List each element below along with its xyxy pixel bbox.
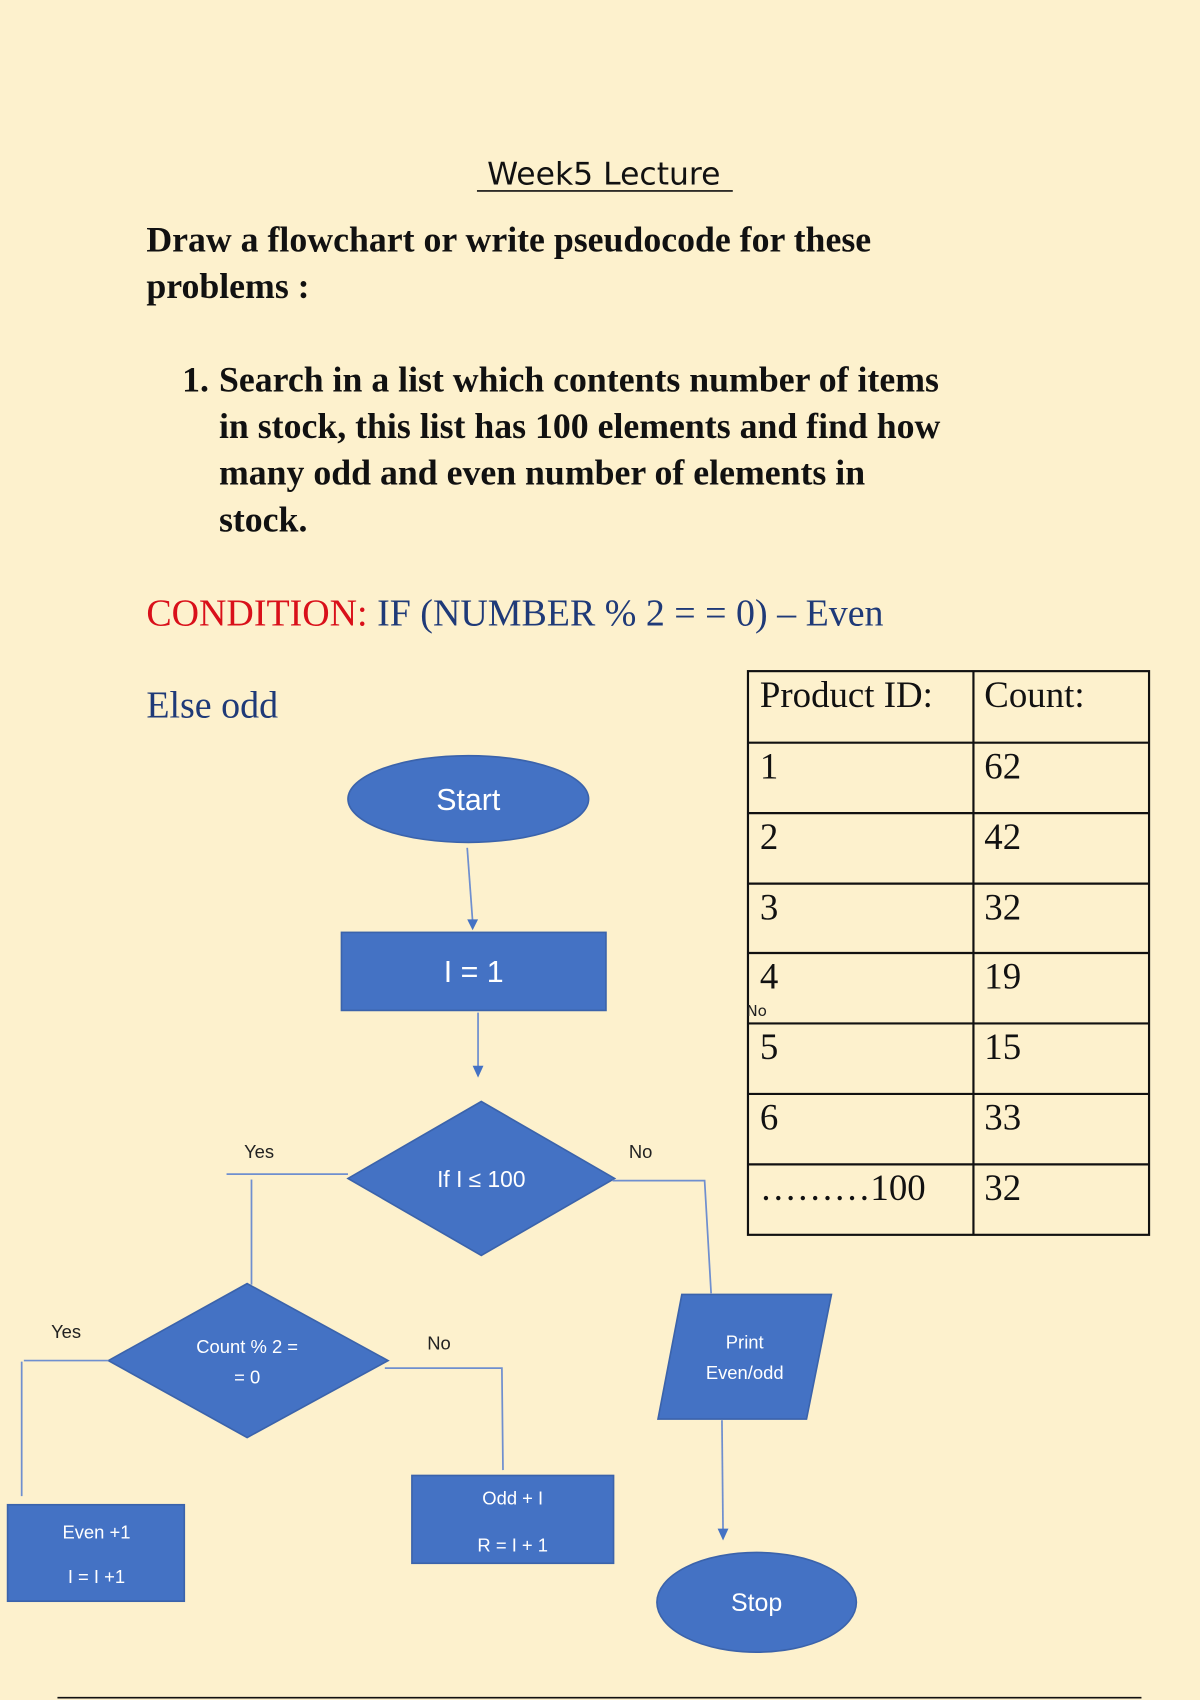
start-terminal [347, 754, 590, 844]
odd-box-line: Odd + I [482, 1488, 543, 1509]
condition-line: CONDITION: IF (NUMBER % 2 = = 0) – Even [146, 593, 883, 635]
table-header-count: Count: [984, 674, 1084, 715]
table-cell-product-id: 5 [760, 1026, 778, 1067]
odd-box-line: R = I + 1 [477, 1534, 548, 1555]
table-cell-count: 19 [984, 956, 1021, 997]
problem-line: stock. [219, 499, 307, 539]
stop-label: Stop [731, 1589, 782, 1617]
connector-line [612, 1179, 712, 1294]
connector-arrow [721, 1420, 724, 1531]
problem-line: many odd and even number of elements in [219, 453, 865, 493]
table-cell-product-id: 6 [760, 1097, 778, 1138]
print-box-line: Even/odd [706, 1362, 784, 1383]
init-process-box [340, 931, 607, 1012]
table-cell-count: 42 [984, 816, 1021, 857]
table-cell-count: 32 [984, 886, 1021, 927]
parity-decision-diamond [106, 1282, 390, 1439]
table-cell-product-id: 4 [760, 956, 778, 997]
connector-line [384, 1367, 504, 1471]
condition-label: CONDITION: [146, 593, 367, 635]
stock-table: Product ID: Count: 1 62 2 42 3 32 4 19 5 15 6 33 ………… [746, 670, 1151, 1236]
odd-process-box [411, 1474, 615, 1565]
arrowhead-icon [467, 919, 479, 931]
page-title: Week5 Lecture [487, 156, 720, 192]
arrowhead-icon [717, 1528, 729, 1541]
condition-text: IF (NUMBER % 2 = = 0) – Even [368, 593, 884, 635]
stop-terminal [656, 1551, 858, 1653]
table-cell-product-id: ………100 [760, 1167, 926, 1208]
instruction-line: Draw a flowchart or write pseudocode for… [146, 220, 871, 260]
problem-number: 1. [182, 359, 209, 399]
parity-yes-label: Yes [51, 1321, 81, 1342]
loop-yes-label: Yes [244, 1141, 274, 1162]
start-label: Start [436, 784, 501, 817]
table-cell-count: 33 [984, 1097, 1021, 1138]
even-box-line: Even +1 [62, 1521, 130, 1542]
parity-no-label: No [427, 1333, 451, 1354]
stray-no-label: No [746, 1002, 767, 1020]
loop-no-label: No [629, 1141, 653, 1162]
connector-arrow [466, 847, 474, 922]
loop-decision-diamond [346, 1100, 617, 1257]
flowchart: Start I = 1 If I ≤ 100 Yes No Count % 2 … [6, 754, 858, 1653]
print-box-line: Print [726, 1332, 764, 1353]
problem-line: Search in a list which contents number o… [219, 359, 939, 399]
problem-line: in stock, this list has 100 elements and… [219, 406, 941, 446]
table-cell-product-id: 2 [760, 816, 778, 857]
instruction-line: problems : [146, 266, 309, 306]
loop-condition-label: If I ≤ 100 [437, 1166, 525, 1192]
else-text: Else odd [146, 685, 278, 727]
parity-condition-line: Count % 2 = [196, 1336, 298, 1357]
init-label: I = 1 [444, 956, 504, 989]
table-header-product-id: Product ID: [760, 674, 933, 715]
parity-condition-line: = 0 [234, 1366, 260, 1387]
table-cell-count: 15 [984, 1026, 1021, 1067]
table-cell-count: 62 [984, 745, 1021, 786]
even-process-box [6, 1503, 186, 1603]
table-cell-product-id: 1 [760, 745, 778, 786]
print-output-parallelogram [657, 1293, 833, 1420]
arrowhead-icon [472, 1065, 484, 1078]
table-cell-count: 32 [984, 1167, 1021, 1208]
even-box-line: I = I +1 [68, 1566, 125, 1587]
table-cell-product-id: 3 [760, 886, 778, 927]
